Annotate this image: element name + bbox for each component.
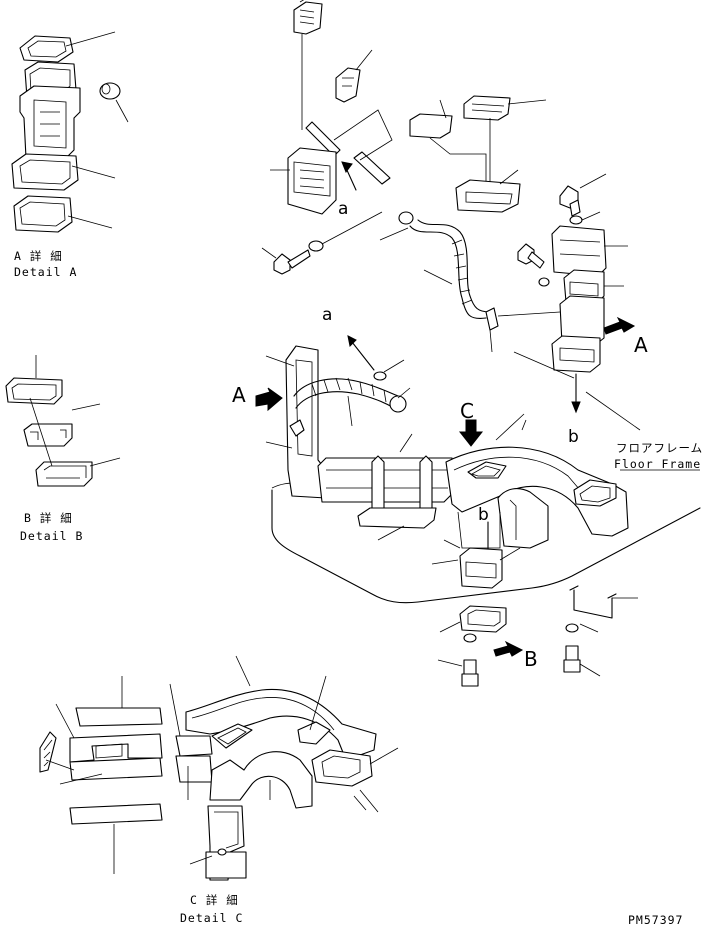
detail-b-jp-caption: B 詳 細 <box>24 511 73 525</box>
ref-letter-a-top: a <box>338 199 348 219</box>
floor-frame-jp-label: フロアフレーム <box>616 441 703 455</box>
top-center-parts <box>261 0 393 275</box>
detail-b-illustration <box>5 355 121 487</box>
ref-letter-b-center: b <box>478 505 489 525</box>
floor-frame-en-label: Floor Frame <box>614 457 701 471</box>
detail-c-illustration <box>39 655 399 881</box>
top-right-parts <box>379 95 561 353</box>
main-assembly <box>255 335 701 604</box>
detail-b-en-caption: Detail B <box>20 529 83 543</box>
view-marker-a-right: A <box>634 333 648 357</box>
ref-letter-b-right: b <box>568 427 579 447</box>
detail-a-en-caption: Detail A <box>14 265 77 279</box>
lower-right-parts <box>437 585 638 687</box>
view-marker-a-left: A <box>232 383 246 407</box>
detail-a-jp-caption: A 詳 細 <box>14 249 63 263</box>
detail-c-en-caption: Detail C <box>180 911 243 925</box>
part-code: PM57397 <box>628 913 683 927</box>
view-marker-b: B <box>524 647 538 671</box>
detail-c-jp-caption: C 詳 細 <box>190 893 239 907</box>
view-marker-c: C <box>460 399 474 423</box>
detail-a-illustration <box>11 31 129 233</box>
right-a-assembly <box>513 173 641 431</box>
ref-letter-a-center: a <box>322 305 332 325</box>
